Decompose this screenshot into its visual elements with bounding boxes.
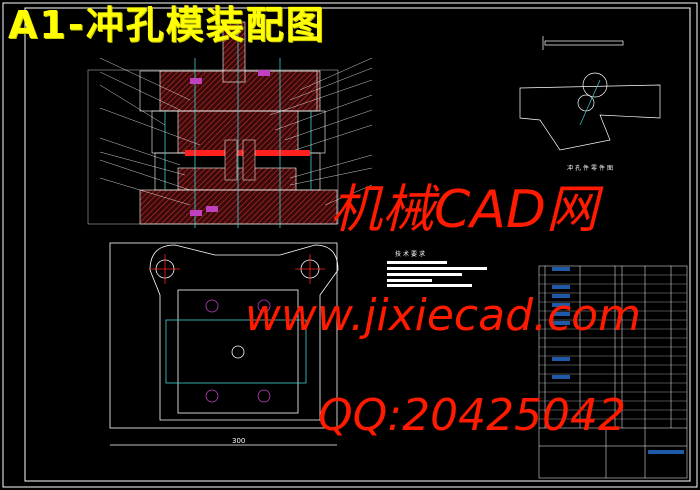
- watermark-site-name: 机械CAD网: [330, 180, 598, 240]
- inner-border: [24, 7, 691, 482]
- part-view-caption: 冲孔件零件图: [567, 165, 616, 172]
- technical-notes: [387, 261, 487, 287]
- plan-width-dimension: 300: [232, 437, 246, 445]
- plan-view: [109, 242, 339, 446]
- drawing-title: A1-冲孔模装配图: [8, 3, 326, 47]
- watermark-url: www.jixiecad.com: [245, 290, 641, 341]
- bill-of-materials: [538, 265, 688, 479]
- notes-heading: 技术要求: [395, 251, 428, 258]
- assembly-section-view: [87, 20, 373, 228]
- watermark-qq: QQ:20425042: [318, 390, 627, 441]
- part-view: [519, 36, 661, 151]
